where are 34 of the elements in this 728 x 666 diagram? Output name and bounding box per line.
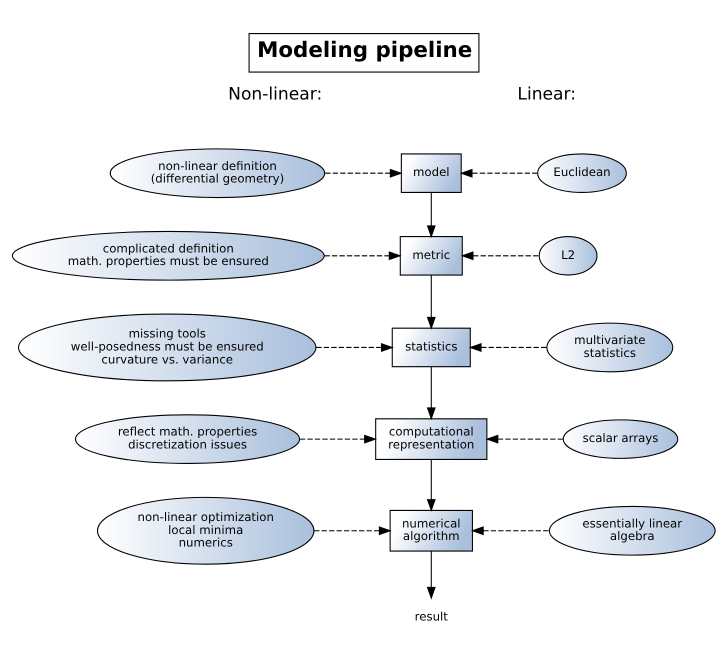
- node-ellipse: non-linear optimization local minima numerics: [96, 496, 314, 565]
- label: Non-linear:: [228, 84, 322, 105]
- arrow: [316, 342, 394, 352]
- node-box: statistics: [392, 328, 471, 368]
- arrow: [468, 342, 547, 352]
- label: Linear:: [517, 84, 576, 105]
- arrow: [470, 526, 549, 536]
- arrow: [325, 168, 403, 178]
- diagram-title: Modeling pipeline: [257, 38, 472, 64]
- node-box: metric: [400, 236, 463, 276]
- arrow: [426, 192, 436, 238]
- node-text: result: [414, 609, 448, 624]
- arrow: [460, 168, 538, 178]
- arrow: [426, 460, 436, 512]
- arrow: [426, 551, 436, 600]
- node-ellipse: L2: [538, 236, 598, 276]
- node-ellipse: Euclidean: [537, 153, 627, 193]
- arrow: [300, 434, 377, 444]
- arrow: [460, 251, 540, 260]
- node-ellipse: missing tools well-posedness must be ensured curvature vs. variance: [18, 314, 316, 382]
- node-ellipse: reflect math. properties discretization issues: [74, 414, 300, 464]
- arrow: [324, 251, 402, 260]
- node-ellipse: scalar arrays: [562, 419, 678, 459]
- node-ellipse: multivariate statistics: [546, 322, 674, 372]
- node-ellipse: complicated definition math. properties must be ensured: [12, 230, 325, 281]
- node-ellipse: non-linear definition (differential geometry): [110, 148, 326, 198]
- arrow: [314, 526, 392, 536]
- node-box: model: [400, 153, 462, 193]
- node-box: computational representation: [375, 418, 488, 460]
- arrow: [426, 275, 436, 330]
- node-ellipse: essentially linear algebra: [548, 506, 716, 556]
- node-box: numerical algorithm: [390, 510, 473, 552]
- arrow: [485, 434, 564, 444]
- arrow: [426, 367, 436, 420]
